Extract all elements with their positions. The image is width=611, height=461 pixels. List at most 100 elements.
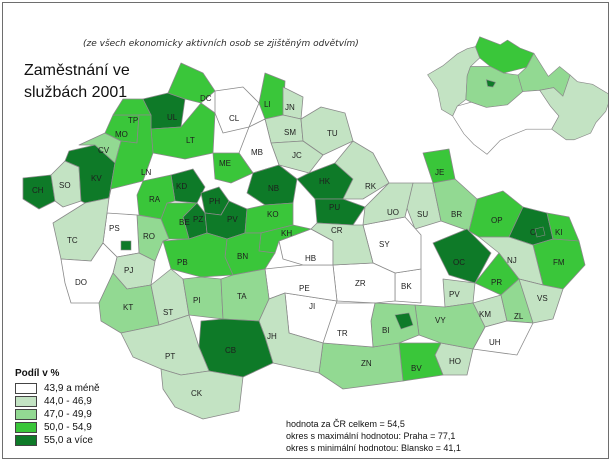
label-JH: JH [267, 332, 277, 341]
label-RO: RO [143, 232, 155, 241]
district-BV [398, 342, 444, 382]
label-TR: TR [337, 329, 348, 338]
label-FM: FM [553, 258, 565, 267]
map-title-line1: Zaměstnání ve [24, 62, 130, 79]
label-RK: RK [365, 182, 377, 191]
label-TU: TU [327, 129, 338, 138]
legend-swatch [15, 383, 37, 394]
district-RK [334, 140, 390, 200]
legend-item: 43,9 a méně [15, 382, 100, 395]
label-BK: BK [401, 282, 412, 291]
district-VS [518, 278, 564, 324]
label-ME: ME [219, 159, 231, 168]
czech-map: CH SO KV CV MO TP UL DC LT LN CL LI JN S… [22, 36, 608, 420]
legend-item: 55,0 a více [15, 434, 100, 447]
label-CH: CH [32, 186, 44, 195]
district-RA [136, 174, 176, 220]
stats-min: okres s minimální hodnotou: Blansko = 41… [286, 443, 461, 453]
label-UL: UL [167, 113, 178, 122]
label-LN: LN [141, 168, 151, 177]
district-PE [264, 264, 338, 302]
district-CH [22, 174, 56, 210]
label-BN: BN [237, 252, 248, 261]
label-BR: BR [451, 210, 462, 219]
label-KI: KI [555, 228, 563, 237]
label-UO: UO [387, 208, 399, 217]
enclave-brno [394, 312, 414, 330]
label-MB: MB [251, 148, 263, 157]
label-CK: CK [191, 389, 203, 398]
legend-swatch [15, 435, 37, 446]
label-LI: LI [264, 100, 271, 109]
label-NB: NB [268, 184, 279, 193]
district-ME [212, 152, 254, 184]
label-UH: UH [489, 338, 501, 347]
label-PH: PH [209, 197, 220, 206]
label-JI: JI [309, 302, 315, 311]
inset-region-prague [485, 79, 497, 88]
label-CV: CV [98, 146, 110, 155]
legend-label: 50,0 - 54,9 [44, 422, 92, 433]
label-ST: ST [163, 308, 173, 317]
label-HK: HK [319, 177, 331, 186]
label-HB: HB [305, 254, 316, 263]
label-CR: CR [331, 226, 343, 235]
label-BI: BI [382, 326, 390, 335]
district-OC [432, 228, 492, 284]
label-SU: SU [417, 210, 428, 219]
label-SY: SY [379, 240, 390, 249]
legend-swatch [15, 422, 37, 433]
label-SO: SO [59, 181, 71, 190]
label-ZN: ZN [361, 359, 372, 368]
stats-total: hodnota za ČR celkem = 54,5 [286, 419, 405, 429]
label-ZR: ZR [355, 279, 366, 288]
map-title-line2: službách 2001 [24, 84, 128, 101]
map-subtitle: (ze všech ekonomicky aktivních osob se z… [83, 39, 359, 49]
legend-title: Podíl v % [15, 368, 60, 379]
legend-item: 47,0 - 49,9 [15, 408, 100, 421]
legend-item: 44,0 - 46,9 [15, 395, 100, 408]
legend-swatch [15, 396, 37, 407]
label-LT: LT [186, 136, 195, 145]
label-NJ: NJ [507, 256, 517, 265]
label-PZ: PZ [193, 215, 203, 224]
enclave-ostrava [534, 226, 546, 238]
label-PV-olomouc: PV [449, 290, 460, 299]
label-OP: OP [491, 216, 503, 225]
label-PJ: PJ [124, 266, 133, 275]
label-PU: PU [329, 203, 340, 212]
district-PU [314, 198, 366, 226]
district-CK [160, 368, 244, 420]
label-BE: BE [179, 218, 190, 227]
district-JE [422, 148, 456, 184]
label-TA: TA [237, 292, 247, 301]
label-PS: PS [109, 224, 120, 233]
label-DC: DC [200, 94, 212, 103]
label-KO: KO [267, 210, 279, 219]
label-KM: KM [479, 310, 491, 319]
label-ZL: ZL [514, 312, 524, 321]
legend-label: 43,9 a méně [44, 383, 100, 394]
legend-label: 44,0 - 46,9 [44, 396, 92, 407]
label-TP: TP [128, 116, 138, 125]
label-CB: CB [225, 346, 236, 355]
label-KV: KV [91, 174, 102, 183]
label-SM: SM [284, 128, 296, 137]
label-VS: VS [537, 294, 548, 303]
district-LI [258, 72, 286, 120]
label-BV: BV [411, 364, 422, 373]
stats-max: okres s maximální hodnotou: Praha = 77,1 [286, 431, 456, 441]
legend-label: 55,0 a více [44, 435, 93, 446]
label-PI: PI [193, 296, 201, 305]
district-UO [362, 182, 414, 226]
district-PI [182, 276, 224, 320]
label-JE: JE [435, 168, 444, 177]
label-CL: CL [229, 114, 240, 123]
legend-label: 47,0 - 49,9 [44, 409, 92, 420]
inset-region-moravia [539, 74, 608, 141]
legend-swatch [15, 409, 37, 420]
label-DO: DO [75, 278, 87, 287]
label-PT: PT [165, 352, 175, 361]
district-BR [432, 178, 478, 232]
